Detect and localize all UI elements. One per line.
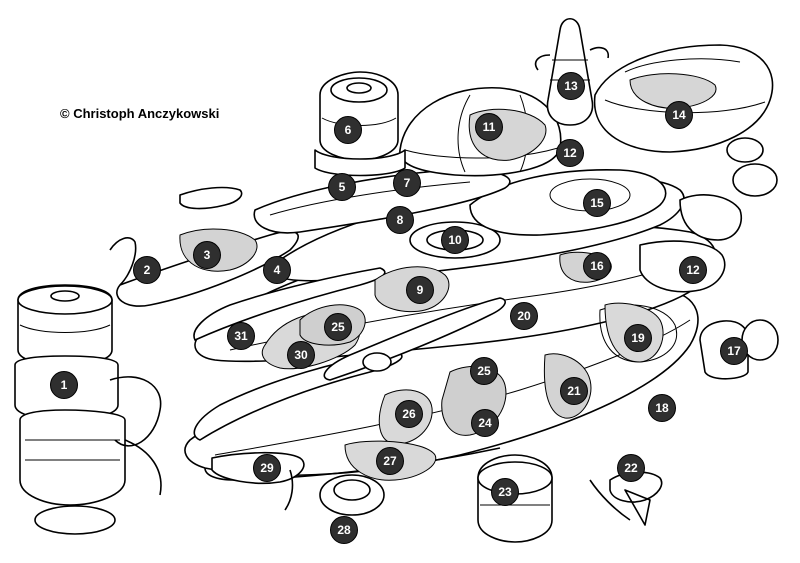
callout-label: 28 [337,523,351,537]
callout-10: 10 [441,226,469,254]
callout-label: 22 [624,461,638,475]
callout-label: 25 [331,320,345,334]
callout-16: 16 [583,252,611,280]
callout-label: 1 [60,378,68,392]
callout-1: 1 [50,371,78,399]
callout-label: 26 [402,407,416,421]
callout-label: 30 [294,348,308,362]
callout-label: 7 [403,176,411,190]
callout-24: 24 [471,409,499,437]
callout-22: 22 [617,454,645,482]
callout-label: 9 [416,283,424,297]
callout-8: 8 [386,206,414,234]
callout-21: 21 [560,377,588,405]
callout-15: 15 [583,189,611,217]
callout-28: 28 [330,516,358,544]
callout-label: 16 [590,259,604,273]
callout-2: 2 [133,256,161,284]
callout-label: 3 [203,248,211,262]
callout-label: 23 [498,485,512,499]
callout-3: 3 [193,241,221,269]
front-wing-arms [193,267,506,441]
callout-label: 4 [273,263,281,277]
callout-label: 20 [517,309,531,323]
callout-4: 4 [263,256,291,284]
callout-label: 5 [338,180,346,194]
callout-5: 5 [328,173,356,201]
callout-6: 6 [334,116,362,144]
module-1 [14,284,162,535]
copyright-notice: © Christoph Anczykowski [60,106,220,121]
callout-label: 29 [260,461,274,475]
callout-label: 11 [482,120,496,134]
callout-26: 26 [395,400,423,428]
callout-14: 14 [665,101,693,129]
callout-25-upper: 25 [324,313,352,341]
callout-11: 11 [475,113,503,141]
callout-12-upper: 12 [556,139,584,167]
callout-13: 13 [557,72,585,100]
callout-27: 27 [376,447,404,475]
callout-label: 21 [567,384,581,398]
callout-12-lower: 12 [679,256,707,284]
callout-7: 7 [393,169,421,197]
callout-label: 19 [631,331,645,345]
callout-23: 23 [491,478,519,506]
callout-17: 17 [720,337,748,365]
callout-label: 2 [143,263,151,277]
callout-label: 10 [448,233,462,247]
callout-label: 27 [383,454,397,468]
callout-label: 31 [234,329,248,343]
callout-label: 13 [564,79,578,93]
callout-9: 9 [406,276,434,304]
module-28 [319,474,385,516]
callout-label: 18 [655,401,669,415]
callout-label: 17 [727,344,741,358]
callout-label: 6 [344,123,352,137]
callout-30: 30 [287,341,315,369]
callout-label: 12 [563,146,577,160]
callout-29: 29 [253,454,281,482]
callout-label: 24 [478,416,492,430]
callout-label: 14 [672,108,686,122]
callout-18: 18 [648,394,676,422]
callout-label: 12 [686,263,700,277]
callout-25-lower: 25 [470,357,498,385]
callout-label: 25 [477,364,491,378]
callout-label: 15 [590,196,604,210]
callout-label: 8 [396,213,404,227]
callout-31: 31 [227,322,255,350]
callout-20: 20 [510,302,538,330]
callout-19: 19 [624,324,652,352]
